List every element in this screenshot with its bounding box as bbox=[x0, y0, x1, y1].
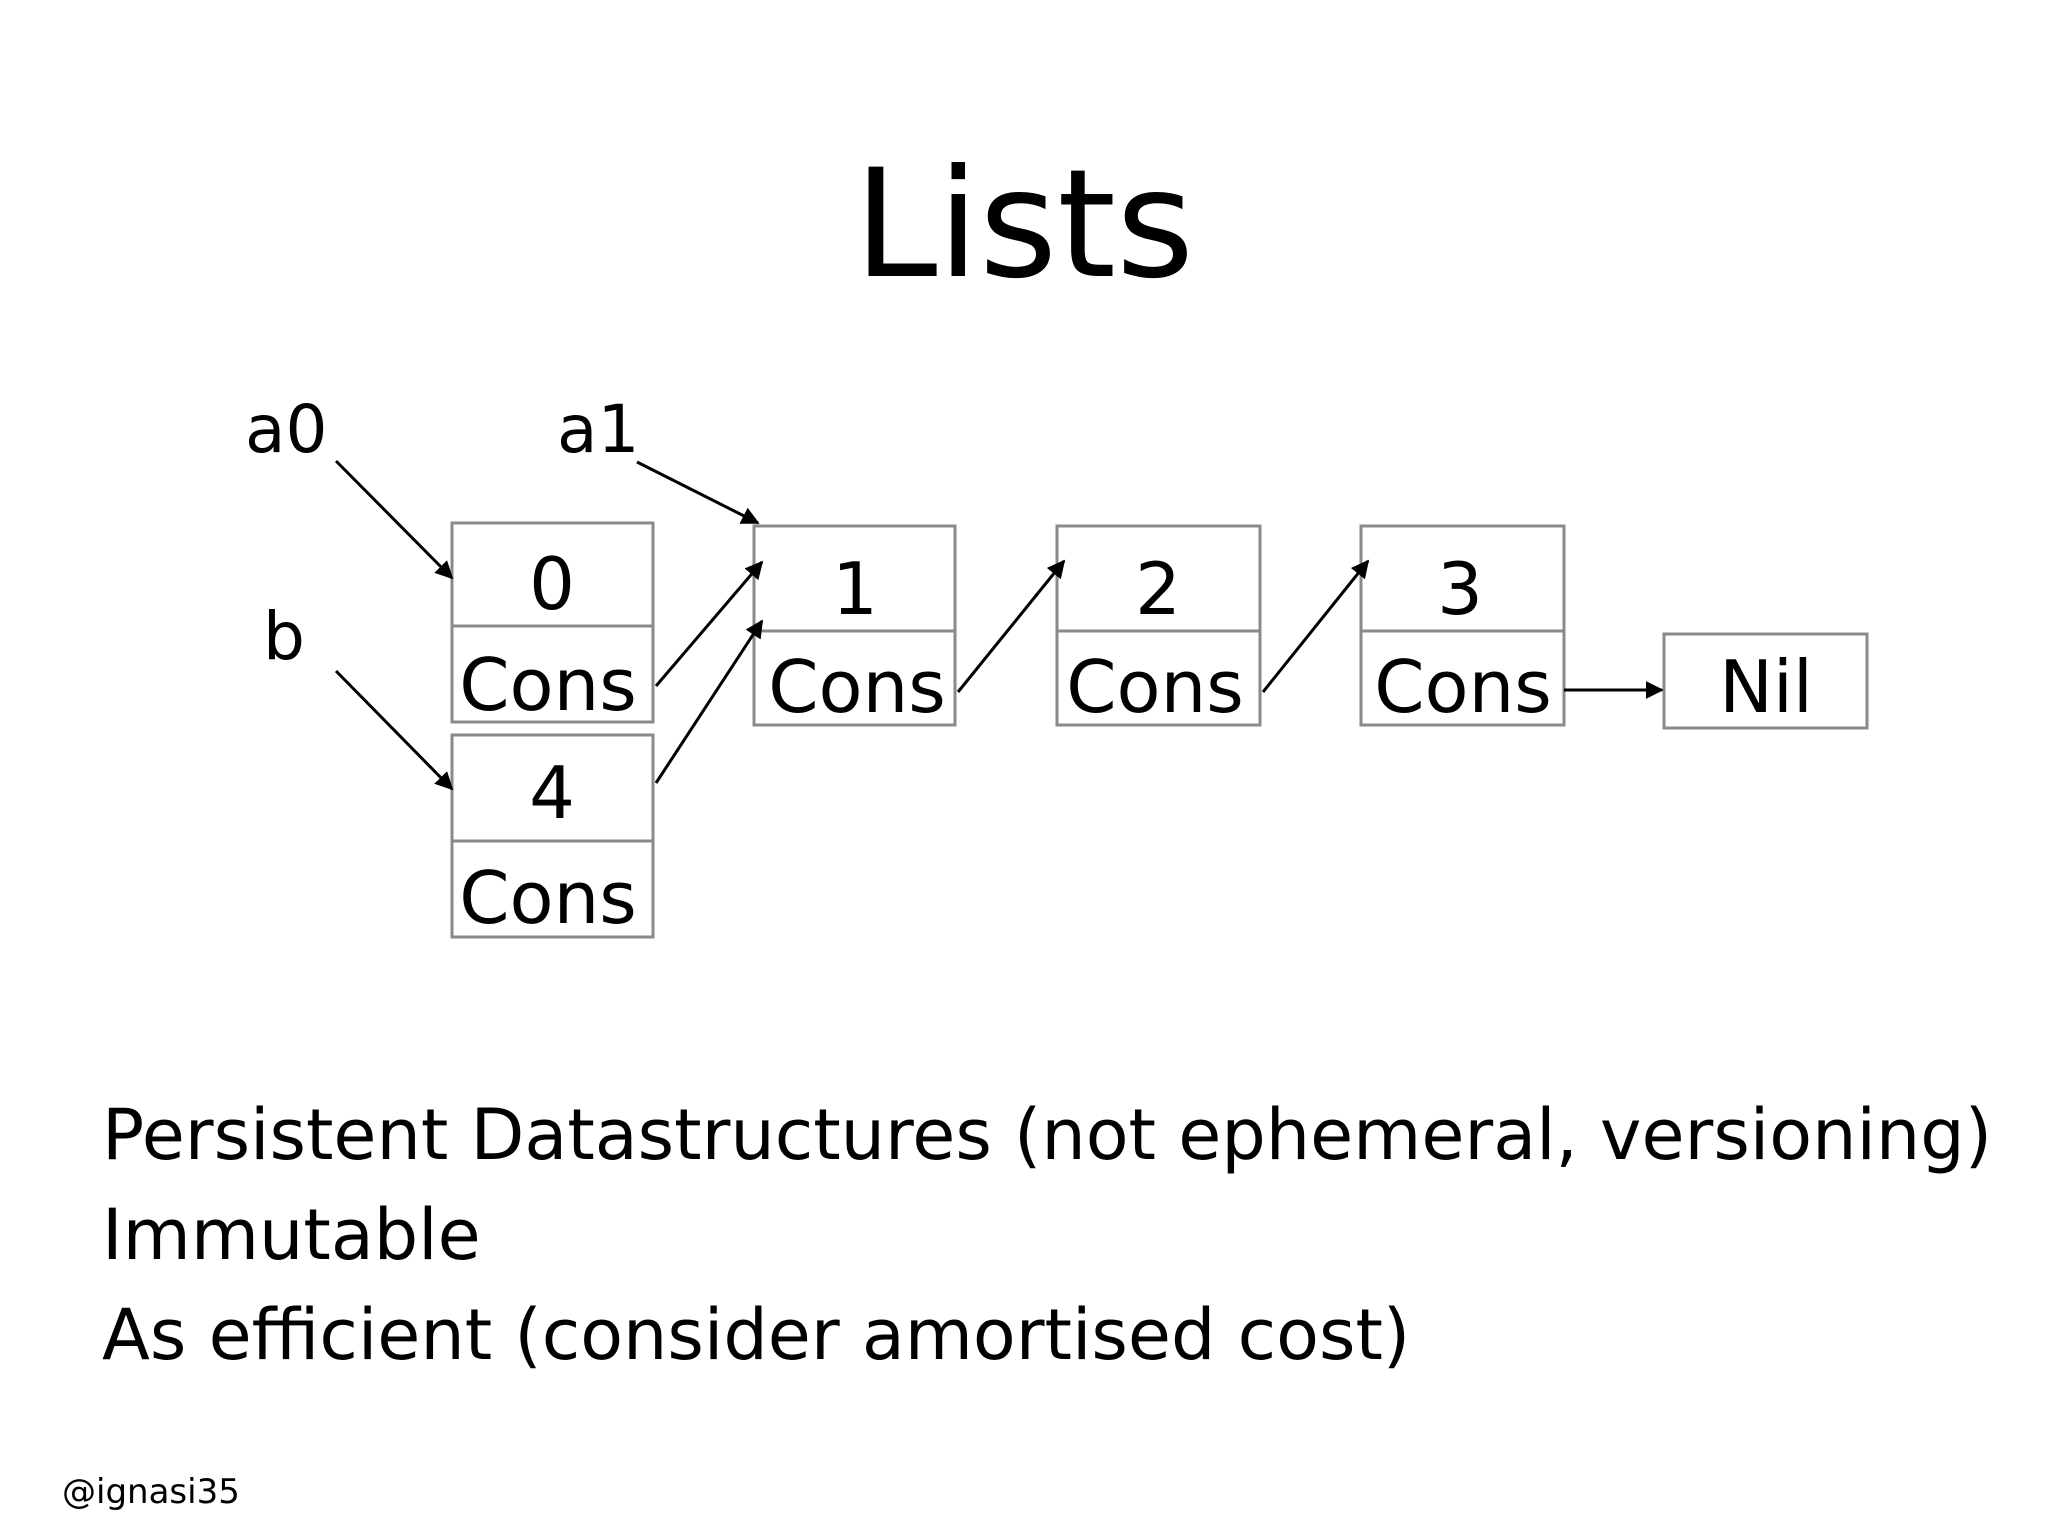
cons-node-1: 1 Cons bbox=[752, 524, 957, 729]
bullet-item-immutable: Immutable bbox=[102, 1194, 481, 1276]
node-2-kind: Cons bbox=[1066, 645, 1243, 729]
cons-node-0: 0 Cons bbox=[450, 521, 655, 727]
cons-node-4: 4 Cons bbox=[450, 733, 655, 940]
nil-label: Nil bbox=[1719, 645, 1813, 729]
author-handle: @ignasi35 bbox=[62, 1472, 240, 1512]
node-4-cons-cell bbox=[450, 839, 655, 939]
nil-node: Nil bbox=[1662, 632, 1869, 730]
node-3-cons-cell bbox=[1359, 629, 1566, 727]
variable-label-a0: a0 bbox=[245, 391, 327, 468]
node-0-value-cell bbox=[450, 521, 655, 628]
node-4-kind: Cons bbox=[459, 856, 636, 940]
node-1-cons-cell bbox=[752, 629, 957, 727]
node-0-cons-cell bbox=[450, 624, 655, 724]
arrow-node-2-to-node-3 bbox=[1261, 559, 1370, 693]
node-3-value: 3 bbox=[1437, 547, 1483, 631]
node-2-cons-cell bbox=[1055, 629, 1262, 727]
node-0-kind: Cons bbox=[459, 643, 636, 727]
node-2-value: 2 bbox=[1135, 547, 1181, 631]
arrow-node-1-to-node-2 bbox=[956, 559, 1066, 693]
node-4-value: 4 bbox=[529, 751, 575, 835]
arrow-b-to-node-4 bbox=[334, 669, 454, 791]
node-3-value-cell bbox=[1359, 524, 1566, 633]
node-1-value: 1 bbox=[832, 547, 878, 631]
node-1-kind: Cons bbox=[768, 645, 945, 729]
arrow-node-0-to-node-1 bbox=[654, 560, 764, 687]
bullet-list: Persistent Datastructures (not ephemeral… bbox=[102, 1085, 2002, 1385]
node-3-kind: Cons bbox=[1374, 645, 1551, 729]
node-4-value-cell bbox=[450, 733, 655, 843]
node-0-value: 0 bbox=[529, 542, 575, 626]
slide-title: Lists bbox=[853, 138, 1195, 312]
bullet-item-efficient: As efficient (consider amortised cost) bbox=[102, 1294, 1411, 1376]
cons-node-3: 3 Cons bbox=[1359, 524, 1566, 729]
nil-cell bbox=[1662, 632, 1869, 730]
arrow-a1-to-node-1 bbox=[636, 460, 760, 525]
bullet-item-persistent: Persistent Datastructures (not ephemeral… bbox=[102, 1094, 1992, 1176]
variable-label-a1: a1 bbox=[557, 391, 639, 468]
arrow-node-4-to-node-1 bbox=[654, 619, 764, 784]
cons-node-2: 2 Cons bbox=[1055, 524, 1262, 729]
arrow-a0-to-node-0 bbox=[334, 459, 454, 580]
variable-label-b: b bbox=[263, 598, 305, 675]
